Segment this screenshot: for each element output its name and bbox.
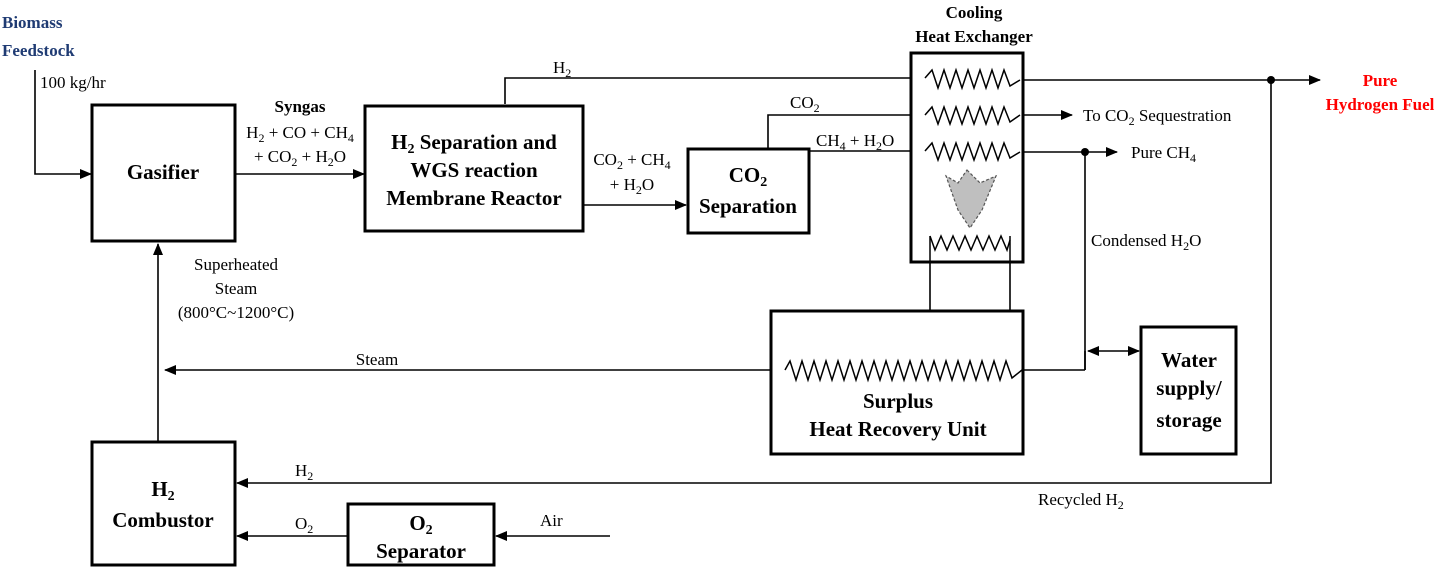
membrane-reactor-box: H2 Separation and WGS reaction Membrane … (363, 104, 585, 233)
combustor-line2: Combustor (112, 508, 214, 532)
recycled-h2-label: Recycled H2 (1038, 490, 1124, 512)
o2-separator-line2: Separator (376, 539, 466, 563)
co2-ch4-label-line2: + H2O (610, 175, 654, 197)
gasifier-box: Gasifier (90, 103, 237, 243)
membrane-reactor-line1: H2 Separation and (391, 130, 557, 157)
co2-hx-label: CO2 (790, 93, 820, 115)
pure-ch4-label: Pure CH4 (1131, 143, 1196, 165)
gasifier-label: Gasifier (127, 160, 199, 184)
superheated-label-line2: Steam (215, 279, 258, 298)
air-label: Air (540, 511, 563, 530)
syngas-comp-line2: + CO2 + H2O (254, 147, 346, 169)
cooling-hx-title-line2: Heat Exchanger (915, 27, 1033, 46)
condensed-water-label: Condensed H2O (1091, 231, 1201, 253)
heat-transfer-arrow (944, 169, 998, 230)
h2-recycle-label: H2 (295, 461, 313, 483)
cooling-hx-title-line1: Cooling (946, 3, 1003, 22)
feed-rate-label: 100 kg/hr (40, 73, 106, 92)
o2-separator-box: O2 Separator (346, 502, 496, 567)
water-line3: storage (1156, 408, 1221, 432)
steam-label: Steam (356, 350, 399, 369)
biomass-label-line2: Feedstock (2, 41, 75, 60)
surplus-heat-recovery-box: Surplus Heat Recovery Unit (769, 309, 1025, 456)
hx-ch4-coil (924, 140, 1021, 163)
biomass-label-line1: Biomass (2, 13, 63, 32)
membrane-reactor-line3: Membrane Reactor (386, 186, 562, 210)
recycled-h2-line (236, 80, 1272, 488)
superheated-label-line1: Superheated (194, 255, 279, 274)
ch4-h2o-hx-label: CH4 + H2O (816, 131, 894, 153)
hx-water-coil (929, 234, 1011, 253)
water-supply-box: Water supply/ storage (1139, 325, 1238, 456)
pure-hydrogen-line1: Pure (1363, 71, 1398, 90)
superheated-temp-label: (800°C~1200°C) (178, 303, 294, 322)
co2-sequestration-label: To CO2 Sequestration (1083, 106, 1232, 128)
surplus-line2: Heat Recovery Unit (809, 417, 986, 441)
water-line2: supply/ (1156, 376, 1223, 400)
co2-separation-box: CO2 Separation (686, 147, 811, 235)
water-line1: Water (1161, 348, 1217, 372)
cooling-heat-exchanger (909, 51, 1025, 264)
ch4-water-junction (1081, 148, 1089, 156)
h2-split-junction (1267, 76, 1275, 84)
hx-h2-coil (924, 67, 1021, 91)
o2-label: O2 (295, 514, 313, 536)
surplus-line1: Surplus (863, 389, 933, 413)
surplus-coil (784, 358, 1023, 383)
h2-to-hx-line (504, 77, 925, 104)
co2-separation-line2: Separation (699, 194, 797, 218)
pure-hydrogen-line2: Hydrogen Fuel (1326, 95, 1435, 114)
syngas-title: Syngas (274, 97, 325, 116)
syngas-comp-line1: H2 + CO + CH4 (246, 123, 354, 145)
membrane-reactor-line2: WGS reaction (410, 158, 538, 182)
co2-to-hx-line (767, 110, 926, 148)
hx-co2-coil (924, 104, 1021, 127)
biomass-feed-line (34, 70, 92, 179)
h2-membrane-label: H2 (553, 58, 571, 80)
h2-combustor-box: H2 Combustor (90, 440, 237, 567)
co2-ch4-label-line1: CO2 + CH4 (593, 150, 670, 172)
